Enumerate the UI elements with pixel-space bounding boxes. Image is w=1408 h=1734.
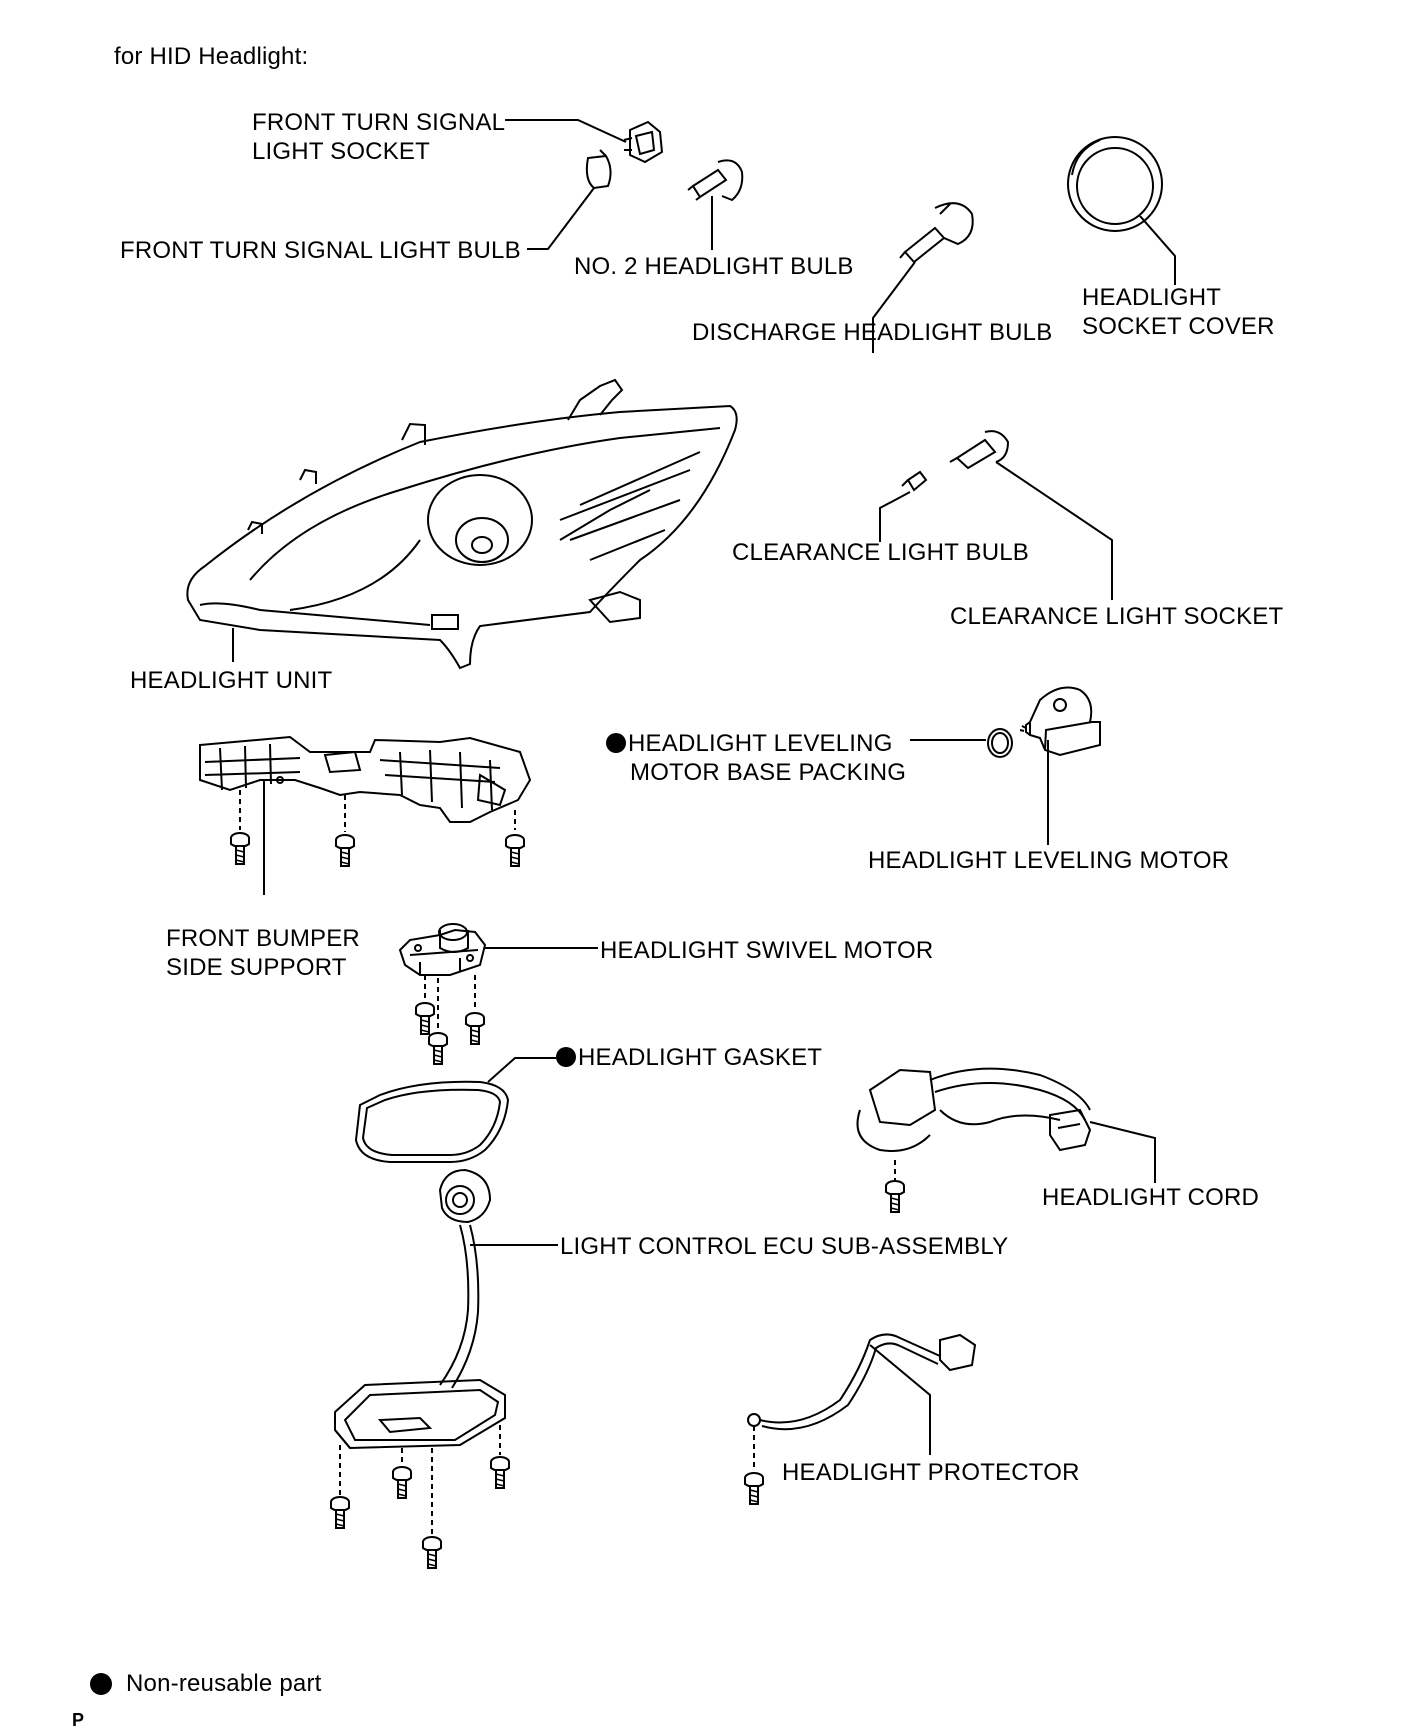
label-clearance-light-socket: CLEARANCE LIGHT SOCKET [950, 603, 1284, 630]
leader-turn-bulb [527, 187, 595, 250]
light-control-ecu-sub-assembly [334, 1168, 506, 1450]
leader-socket-cover [1139, 215, 1176, 285]
label-socket-cover-line2: SOCKET COVER [1082, 313, 1275, 340]
diagram-title: for HID Headlight: [114, 43, 309, 70]
screw-icon [422, 1536, 442, 1569]
clearance-light-bulb [901, 470, 928, 492]
headlight-unit [186, 378, 738, 670]
leader-gasket [487, 1057, 556, 1083]
ecu-screw-lines [339, 1425, 501, 1535]
page-code: P [72, 1710, 85, 1730]
clearance-light-socket [949, 430, 1010, 470]
headlight-swivel-motor [398, 923, 487, 976]
screw-icon [505, 834, 525, 867]
front-turn-signal-socket [623, 120, 664, 164]
discharge-headlight-bulb [899, 202, 974, 264]
screw-icon [335, 834, 355, 867]
leader-turn-socket [505, 119, 627, 143]
headlight-leveling-motor-base-packing [987, 728, 1013, 758]
screw-icon [885, 1180, 905, 1213]
label-front-turn-signal-socket-line2: LIGHT SOCKET [252, 138, 430, 165]
label-ecu-sub-assembly: LIGHT CONTROL ECU SUB-ASSEMBLY [560, 1233, 1009, 1260]
front-bumper-side-support [199, 735, 532, 823]
label-no2-headlight-bulb: NO. 2 HEADLIGHT BULB [574, 253, 854, 280]
label-discharge-headlight-bulb: DISCHARGE HEADLIGHT BULB [692, 319, 1053, 346]
headlight-gasket [354, 1080, 510, 1163]
label-clearance-light-bulb: CLEARANCE LIGHT BULB [732, 539, 1029, 566]
screw-icon [415, 1002, 435, 1035]
non-reusable-dot-icon [606, 733, 626, 753]
label-socket-cover-line1: HEADLIGHT [1082, 284, 1222, 311]
label-bumper-support-line2: SIDE SUPPORT [166, 954, 347, 981]
legend-non-reusable-text: Non-reusable part [126, 1670, 322, 1697]
legend-dot-icon [90, 1673, 112, 1695]
leader-protector [869, 1344, 931, 1455]
label-leveling-packing-line2: MOTOR BASE PACKING [630, 759, 907, 786]
leader-headlight-cord [1089, 1121, 1156, 1183]
headlight-protector [747, 1333, 977, 1431]
bumper-screw-lines [239, 790, 516, 832]
front-turn-signal-bulb [585, 149, 612, 190]
leader-clearance-socket [995, 461, 1113, 600]
screw-icon [490, 1456, 510, 1489]
label-front-turn-signal-socket-line1: FRONT TURN SIGNAL [252, 109, 506, 136]
screw-icon [428, 1032, 448, 1065]
label-headlight-swivel-motor: HEADLIGHT SWIVEL MOTOR [600, 937, 934, 964]
label-headlight-gasket: HEADLIGHT GASKET [556, 1043, 822, 1072]
label-leveling-packing-text: HEADLIGHT LEVELING [628, 730, 893, 757]
label-front-turn-signal-bulb: FRONT TURN SIGNAL LIGHT BULB [120, 237, 521, 264]
screw-icon [465, 1012, 485, 1045]
screw-icon [744, 1472, 764, 1505]
headlight-cord [856, 1067, 1092, 1180]
screw-icon [392, 1466, 412, 1499]
label-headlight-protector: HEADLIGHT PROTECTOR [782, 1459, 1080, 1486]
screw-icon [230, 832, 250, 865]
non-reusable-dot-icon [556, 1047, 576, 1067]
leader-discharge-bulb [872, 261, 916, 353]
screw-icon [330, 1496, 350, 1529]
swivel-screw-lines [424, 975, 476, 1030]
label-leveling-packing-line1: HEADLIGHT LEVELING [606, 729, 893, 758]
label-headlight-leveling-motor: HEADLIGHT LEVELING MOTOR [868, 847, 1230, 874]
headlight-leveling-motor [1019, 686, 1101, 757]
headlight-socket-cover [1067, 136, 1163, 232]
label-headlight-unit: HEADLIGHT UNIT [130, 667, 333, 694]
label-bumper-support-line1: FRONT BUMPER [166, 925, 360, 952]
leader-clearance-bulb [879, 491, 911, 542]
label-headlight-gasket-text: HEADLIGHT GASKET [578, 1044, 823, 1071]
label-headlight-cord: HEADLIGHT CORD [1042, 1184, 1260, 1211]
no2-headlight-bulb [687, 159, 744, 202]
